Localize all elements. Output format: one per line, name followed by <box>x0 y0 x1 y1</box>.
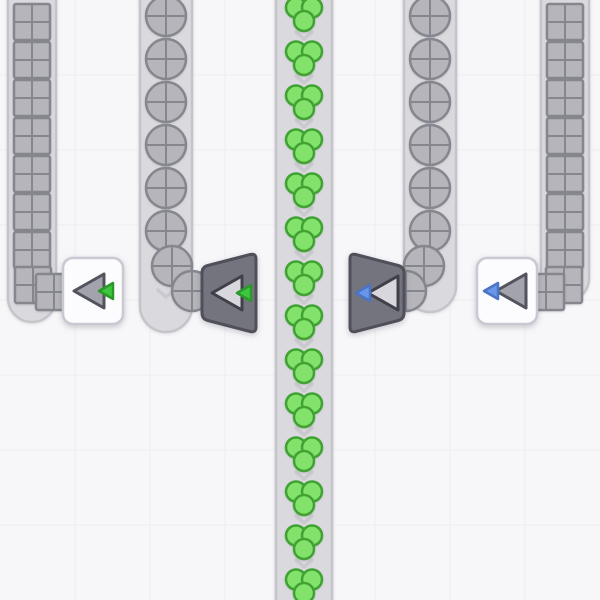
filter-device-blue-right[interactable] <box>475 256 539 326</box>
arrow-left-icon <box>366 274 400 312</box>
green-filter-triangle-icon <box>235 283 253 303</box>
green-cluster-item <box>284 304 324 341</box>
belt-chevron-icon <box>294 382 314 393</box>
belt-chevron-icon <box>294 206 314 217</box>
window-square-item <box>545 116 585 156</box>
launcher-device-green[interactable] <box>200 252 258 334</box>
quad-circle-item <box>144 166 188 210</box>
belt-chevron-icon <box>294 558 314 569</box>
green-cluster-lobe <box>292 273 316 297</box>
quad-circle-item <box>408 123 452 167</box>
window-square-item <box>12 116 52 156</box>
launcher-device-blue[interactable] <box>348 252 406 334</box>
green-cluster-item <box>284 480 324 517</box>
green-cluster-item <box>284 0 324 33</box>
green-cluster-item <box>284 128 324 165</box>
devices <box>61 252 539 334</box>
green-cluster-item <box>284 84 324 121</box>
window-square-item <box>545 192 585 232</box>
belt-chevron-icon <box>294 250 314 261</box>
green-cluster-lobe <box>292 185 316 209</box>
green-cluster-item <box>284 172 324 209</box>
green-cluster-lobe <box>292 97 316 121</box>
belt-items <box>12 0 585 600</box>
belt-chevron-icon <box>294 514 314 525</box>
belt-chevron-icon <box>294 74 314 85</box>
belt-chevron-icon <box>294 118 314 129</box>
quad-circle-item <box>144 80 188 124</box>
green-cluster-item <box>284 524 324 561</box>
belt-chevron-icon <box>294 470 314 481</box>
green-cluster-lobe <box>292 581 316 600</box>
quad-circle-item <box>408 37 452 81</box>
quad-circle-item <box>144 123 188 167</box>
quad-circle-item <box>408 166 452 210</box>
green-filter-triangle-icon <box>97 281 115 301</box>
quad-circle-item <box>408 80 452 124</box>
green-cluster-lobe <box>292 405 316 429</box>
window-square-item <box>12 40 52 80</box>
green-cluster-item <box>284 260 324 297</box>
window-square-item <box>12 78 52 118</box>
belt-chevron-icon <box>294 426 314 437</box>
green-cluster-item <box>284 436 324 473</box>
window-square-item <box>12 154 52 194</box>
window-square-item <box>12 192 52 232</box>
green-cluster-item <box>284 392 324 429</box>
window-square-item <box>545 78 585 118</box>
green-cluster-lobe <box>292 361 316 385</box>
green-cluster-lobe <box>292 141 316 165</box>
quad-circle-item <box>144 37 188 81</box>
belt-chevron-icon <box>294 294 314 305</box>
window-square-item <box>12 230 52 270</box>
filter-device-green-left[interactable] <box>61 256 125 326</box>
window-square-item <box>545 40 585 80</box>
green-cluster-lobe <box>292 317 316 341</box>
belt-chevron-icon <box>294 162 314 173</box>
green-cluster-item <box>284 568 324 600</box>
quad-circle-item <box>408 0 452 38</box>
window-square-item <box>545 230 585 270</box>
quad-circle-item <box>408 209 452 253</box>
blue-filter-triangle-icon <box>482 281 500 301</box>
window-square-item <box>545 2 585 42</box>
green-cluster-item <box>284 216 324 253</box>
green-cluster-lobe <box>292 449 316 473</box>
window-square-item <box>545 154 585 194</box>
green-cluster-lobe <box>292 537 316 561</box>
green-cluster-lobe <box>292 493 316 517</box>
arrow-left-icon <box>494 272 528 310</box>
quad-circle-item <box>144 0 188 38</box>
green-cluster-lobe <box>292 53 316 77</box>
green-cluster-lobe <box>292 229 316 253</box>
quad-circle-item <box>144 209 188 253</box>
green-cluster-item <box>284 40 324 77</box>
belt-chevron-icon <box>294 30 314 41</box>
blue-filter-triangle-icon <box>354 283 372 303</box>
green-cluster-item <box>284 348 324 385</box>
window-square-item <box>12 2 52 42</box>
green-cluster-lobe <box>292 9 316 33</box>
belt-chevron-icon <box>294 338 314 349</box>
